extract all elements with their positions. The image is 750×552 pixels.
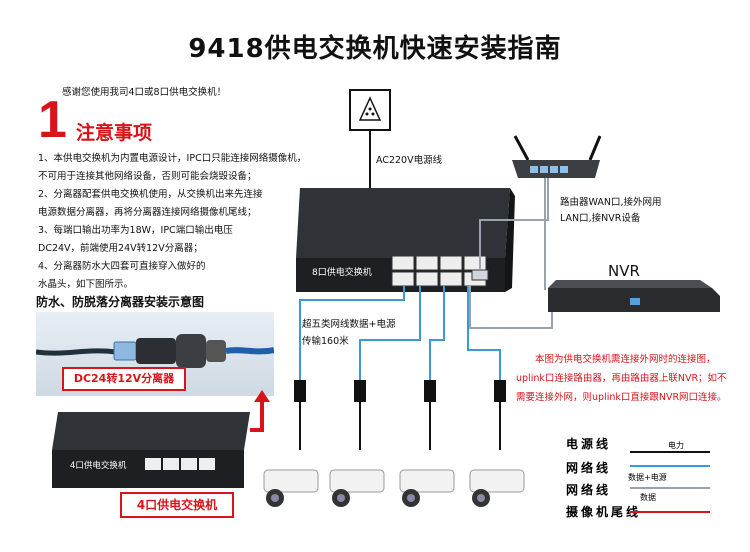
legend-desc: 电力 xyxy=(668,440,684,450)
splitter-illustration xyxy=(36,334,274,368)
camera-icon xyxy=(263,469,525,507)
legend: 电源线 电力 网络线 数据+电源 网络线 数据 摄像机尾线 xyxy=(566,436,710,519)
router-label-line: 路由器WAN口,接外网用 xyxy=(560,197,662,208)
legend-name: 网络线 xyxy=(566,460,611,475)
nvr-device xyxy=(548,280,720,312)
bottom-switch-label: 4口供电交换机 xyxy=(120,492,234,518)
note-line: 2、分离器配套供电交换机使用，从交换机出来先连接 xyxy=(38,189,263,200)
note-line: 1、本供电交换机为内置电源设计，IPC口只能连接网络摄像机， xyxy=(38,153,307,164)
cable-label: 超五类网线数据+电源 传输160米 xyxy=(302,316,395,350)
note-line: 4、分离器防水大四套可直接穿入做好的 xyxy=(38,261,206,272)
note-line: 3、每端口输出功率为18W，IPC端口输出电压 xyxy=(38,225,233,236)
switch-ports xyxy=(391,255,489,287)
arrow-icon xyxy=(250,390,270,432)
router-icon xyxy=(512,135,602,178)
notes-list: 1、本供电交换机为内置电源设计，IPC口只能连接网络摄像机， 不可用于连接其他网… xyxy=(38,150,338,294)
bottom-switch: 4口供电交换机 xyxy=(52,412,250,488)
thanks-text: 感谢您使用我司4口或8口供电交换机！ xyxy=(62,87,227,98)
note-line: 水晶头，如下图所示。 xyxy=(38,279,134,290)
cable-label-line: 传输160米 xyxy=(302,336,349,347)
ac-power-label: AC220V电源线 xyxy=(376,155,443,166)
connection-note: 本图为供电交换机需连接外网时的连接图，uplink口连接路由器，再由路由器上联N… xyxy=(516,354,727,403)
legend-name: 电源线 xyxy=(566,436,611,451)
notice-heading: 注意事项 xyxy=(76,122,153,144)
note-line: 电源数据分离器，再将分离器连接网络摄像机尾线； xyxy=(38,207,257,218)
page-title: 9418供电交换机快速安装指南 xyxy=(188,34,562,64)
legend-desc: 数据 xyxy=(640,492,656,502)
note-line: 不可用于连接其他网络设备，否则可能会烧毁设备； xyxy=(38,171,257,182)
nvr-label: NVR xyxy=(608,262,640,280)
legend-desc: 数据+电源 xyxy=(628,472,667,482)
splitter-icon xyxy=(294,380,506,450)
splitter-label: DC24转12V分离器 xyxy=(62,367,186,391)
router-label: 路由器WAN口,接外网用 LAN口,接NVR设备 xyxy=(560,195,690,227)
legend-name: 摄像机尾线 xyxy=(566,504,641,519)
install-diagram-title: 防水、防脱落分离器安装示意图 xyxy=(36,295,205,309)
legend-name: 网络线 xyxy=(566,482,611,497)
notice-number: 1 xyxy=(38,91,67,149)
ac-outlet-icon xyxy=(349,89,391,131)
bottom-switch-text: 4口供电交换机 xyxy=(70,460,127,471)
router-label-line: LAN口,接NVR设备 xyxy=(560,213,641,224)
note-line: DC24V，前端使用24V转12V分离器； xyxy=(38,243,203,254)
cable-label-line: 超五类网线数据+电源 xyxy=(302,319,396,330)
